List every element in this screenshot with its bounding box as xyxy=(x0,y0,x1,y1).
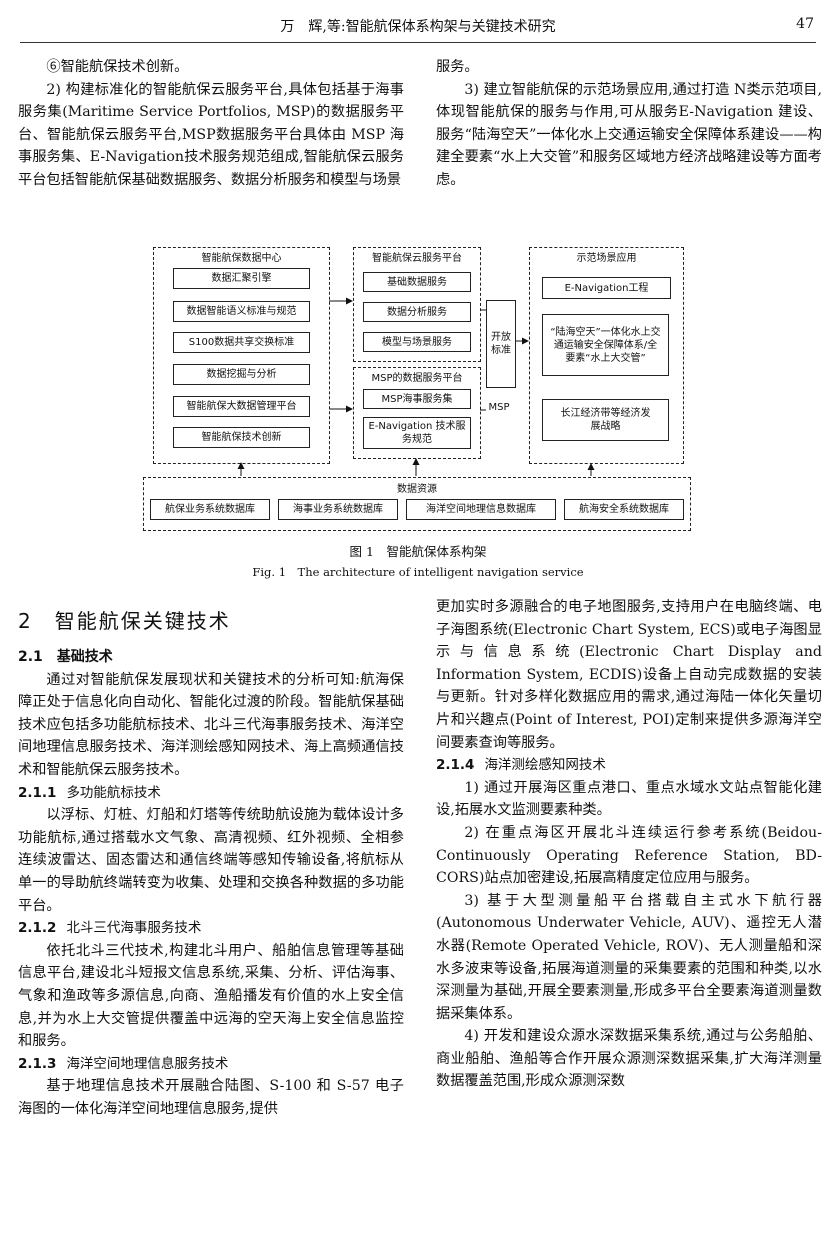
paragraph: ⑥智能航保技术创新。 xyxy=(46,59,189,75)
section-heading: 2 智能航保关键技术 xyxy=(18,609,231,633)
figure-1: 智能航保数据中心 数据汇聚引擎 数据智能语义标准与规范 S100数据共享交换标准… xyxy=(0,244,836,584)
paragraph: 更加实时多源融合的电子地图服务,支持用户在电脑终端、电子海图系统(Electro… xyxy=(436,599,822,751)
paragraph: 4) 开发和建设众源水深数据采集系统,通过与公务船舶、商业船舶、渔船等合作开展众… xyxy=(436,1028,822,1090)
data-resources-title: 数据资源 xyxy=(397,484,437,495)
cloud-service-item: 基础数据服务 xyxy=(363,272,471,292)
paragraph: 基于地理信息技术开展融合陆图、S-100 和 S-57 电子海图的一体化海洋空间… xyxy=(18,1078,404,1117)
subsubsection-heading: 2.1.1 多功能航标技术 xyxy=(18,782,404,805)
heading-number: 2.1.4 xyxy=(436,757,475,774)
heading-number: 2.1.1 xyxy=(18,784,57,801)
demo-app-item: “陆海空天”一体化水上交通运输安全保障体系/全要素“水上大交管” xyxy=(542,314,669,376)
heading-title: 海洋测绘感知网技术 xyxy=(484,757,606,774)
demo-apps-title: 示范场景应用 xyxy=(576,253,637,264)
figure-connectors xyxy=(237,297,595,476)
heading-title: 海洋空间地理信息服务技术 xyxy=(66,1055,229,1072)
paragraph: 通过对智能航保发展现状和关键技术的分析可知:航海保障正处于信息化向自动化、智能化… xyxy=(18,671,404,778)
paragraph: 2) 在重点海区开展北斗连续运行参考系统(Beidou-Continuously… xyxy=(436,824,822,887)
heading-title: 北斗三代海事服务技术 xyxy=(66,920,202,937)
open-standard-box: 开放 标准 xyxy=(486,300,516,388)
running-header: 万 辉,等:智能航保体系构架与关键技术研究 47 xyxy=(0,12,836,43)
demo-app-item: E-Navigation工程 xyxy=(542,277,671,299)
paragraph: 依托北斗三代技术,构建北斗用户、船舶信息管理等基础信息平台,建设北斗短报文信息系… xyxy=(18,942,404,1050)
bottom-left-column: 2 智能航保关键技术 2.1 基础技术 通过对智能航保发展现状和关键技术的分析可… xyxy=(18,606,404,1120)
data-center-item: S100数据共享交换标准 xyxy=(173,332,310,353)
msp-service-item: MSP海事服务集 xyxy=(363,389,471,409)
demo-app-item: 长江经济带等经济发展战略 xyxy=(542,399,669,441)
figure-caption-en: Fig. 1 The architecture of intelligent n… xyxy=(252,565,584,579)
paragraph: 以浮标、灯桩、灯船和灯塔等传统助航设施为载体设计多功能航标,通过搭载水文气象、高… xyxy=(18,807,404,914)
paragraph: 2) 构建标准化的智能航保云服务平台,具体包括基于海事服务集(Maritime … xyxy=(18,81,404,188)
cloud-platform-title: 智能航保云服务平台 xyxy=(372,253,462,264)
data-center-item: 数据汇聚引擎 xyxy=(173,268,310,289)
paragraph: 3) 建立智能航保的示范场景应用,通过打造 N类示范项目,体现智能航保的服务与作… xyxy=(436,81,822,188)
cloud-platform-box xyxy=(353,247,481,362)
cloud-service-item: 数据分析服务 xyxy=(363,302,471,322)
top-right-column: 服务。 3) 建立智能航保的示范场景应用,通过打造 N类示范项目,体现智能航保的… xyxy=(436,56,822,192)
data-center-title: 智能航保数据中心 xyxy=(201,253,282,264)
subsection-heading: 2.1 基础技术 xyxy=(18,649,113,665)
running-title: 万 辉,等:智能航保体系构架与关键技术研究 xyxy=(280,19,556,35)
data-center-item: 智能航保技术创新 xyxy=(173,427,310,448)
msp-platform-box xyxy=(353,367,481,459)
data-center-item: 智能航保大数据管理平台 xyxy=(173,396,310,417)
subsubsection-heading: 2.1.4 海洋测绘感知网技术 xyxy=(436,754,822,777)
figure-caption-cn: 图 1 智能航保体系构架 xyxy=(349,544,487,559)
msp-service-item: E-Navigation 技术服务规范 xyxy=(363,417,471,449)
data-resources-box xyxy=(143,477,691,531)
paragraph: 1) 通过开展海区重点港口、重点水域水文站点智能化建设,拓展水文监测要素种类。 xyxy=(436,779,822,819)
bottom-right-column: 更加实时多源融合的电子地图服务,支持用户在电脑终端、电子海图系统(Electro… xyxy=(436,596,822,1093)
subsubsection-heading: 2.1.3 海洋空间地理信息服务技术 xyxy=(18,1053,404,1076)
page-number: 47 xyxy=(796,16,814,32)
paragraph: 服务。 xyxy=(436,59,479,75)
subsubsection-heading: 2.1.2 北斗三代海事服务技术 xyxy=(18,917,404,940)
data-center-box xyxy=(153,247,330,464)
heading-number: 2.1.2 xyxy=(18,920,57,937)
msp-connector-label: MSP xyxy=(488,402,510,413)
top-left-column: ⑥智能航保技术创新。 2) 构建标准化的智能航保云服务平台,具体包括基于海事服务… xyxy=(18,56,404,192)
msp-platform-title: MSP的数据服务平台 xyxy=(371,373,463,384)
data-resource-item: 海事业务系统数据库 xyxy=(278,499,398,520)
data-center-item: 数据智能语义标准与规范 xyxy=(173,301,310,322)
data-resource-item: 航保业务系统数据库 xyxy=(150,499,270,520)
cloud-service-item: 模型与场景服务 xyxy=(363,332,471,352)
heading-title: 多功能航标技术 xyxy=(66,784,161,801)
data-resource-item: 航海安全系统数据库 xyxy=(564,499,684,520)
paragraph: 3) 基于大型测量船平台搭载自主式水下航行器(Autonomous Underw… xyxy=(436,892,822,1022)
header-rule xyxy=(20,42,816,43)
data-center-item: 数据挖掘与分析 xyxy=(173,364,310,385)
data-resource-item: 海洋空间地理信息数据库 xyxy=(406,499,556,520)
demo-apps-box xyxy=(529,247,684,464)
heading-number: 2.1.3 xyxy=(18,1055,57,1072)
